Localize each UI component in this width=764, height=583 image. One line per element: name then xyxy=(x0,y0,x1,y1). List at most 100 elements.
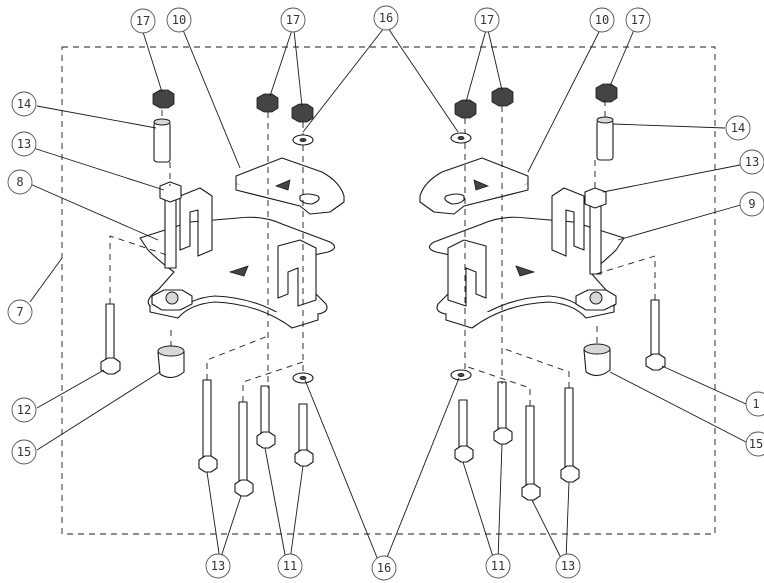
left-bushing-top xyxy=(157,345,185,357)
leader-lines xyxy=(26,27,747,561)
balloon-11-right: 11 xyxy=(485,553,511,579)
right-bracket-arrow xyxy=(473,179,490,191)
balloon-17-right-b: 17 xyxy=(474,7,500,33)
balloon-17-left-b: 17 xyxy=(280,7,306,33)
right-long-bolt-a-head xyxy=(560,465,580,483)
assembly-center-lines xyxy=(109,100,656,406)
right-bolt-11b-shank xyxy=(458,399,468,449)
balloon-label: 17 xyxy=(480,13,494,27)
balloon-8: 8 xyxy=(7,169,33,195)
balloon-label: 13 xyxy=(561,559,575,573)
right-hex-bolt-head xyxy=(584,187,607,209)
balloon-label: 17 xyxy=(286,13,300,27)
left-spacer-top xyxy=(153,118,171,126)
balloon-1-partial: 1 xyxy=(745,391,764,417)
right-top-bracket-edge xyxy=(419,184,529,215)
balloon-label: 13 xyxy=(745,155,759,169)
right-long-bolt-a-shank xyxy=(564,387,574,469)
balloon-13-left: 13 xyxy=(11,131,37,157)
left-c-clamp xyxy=(277,239,317,307)
balloon-11-left: 11 xyxy=(277,553,303,579)
balloon-17-right-a: 17 xyxy=(625,7,651,33)
balloon-label: 12 xyxy=(17,403,31,417)
left-short-bolt-head xyxy=(100,357,121,375)
right-bushing-top xyxy=(583,343,611,355)
balloon-17-left-a: 17 xyxy=(130,8,156,34)
left-long-bolt-b-shank xyxy=(238,401,248,483)
left-spacer xyxy=(153,121,171,163)
right-nut-17c xyxy=(454,99,477,119)
left-nut-17c xyxy=(291,103,314,123)
balloon-label: 15 xyxy=(17,445,31,459)
right-washer-bottom-hole xyxy=(457,372,465,377)
balloon-14-right: 14 xyxy=(725,115,751,141)
left-hex-bolt-shank xyxy=(164,197,177,269)
left-nut-17a xyxy=(152,89,175,109)
right-hex-bolt-shank xyxy=(589,203,602,275)
balloon-label: 1 xyxy=(752,397,759,411)
left-bolt-11a-head xyxy=(256,431,276,449)
right-bolt-11a-head xyxy=(493,427,513,445)
right-short-bolt-shank xyxy=(650,299,660,357)
balloon-7: 7 xyxy=(7,299,33,325)
left-bolt-11b-shank xyxy=(298,403,308,453)
balloon-label: 9 xyxy=(748,197,755,211)
left-long-bolt-b-head xyxy=(234,479,254,497)
balloon-label: 14 xyxy=(731,121,745,135)
balloon-10-left: 10 xyxy=(166,7,192,33)
balloon-label: 13 xyxy=(211,559,225,573)
right-nut-17b xyxy=(491,87,514,107)
balloon-16-bottom: 16 xyxy=(371,555,397,581)
balloon-label: 17 xyxy=(631,13,645,27)
balloon-12: 12 xyxy=(11,397,37,423)
balloon-label: 14 xyxy=(17,97,31,111)
balloon-14-left: 14 xyxy=(11,91,37,117)
right-short-bolt-head xyxy=(645,353,666,371)
right-washer-top-hole xyxy=(457,135,465,140)
left-long-bolt-a-head xyxy=(198,455,218,473)
left-long-bolt-a-shank xyxy=(202,379,212,459)
balloon-label: 15 xyxy=(749,437,763,451)
balloon-label: 7 xyxy=(16,305,23,319)
balloon-10-right: 10 xyxy=(589,7,615,33)
left-short-bolt-shank xyxy=(105,303,115,361)
balloon-15-right: 15 xyxy=(745,431,764,457)
right-long-bolt-b-head xyxy=(521,483,541,501)
balloon-13-bottom-left: 13 xyxy=(205,553,231,579)
left-top-bracket-edge xyxy=(235,184,345,215)
left-plate-nut-hole xyxy=(165,291,179,305)
left-base-plate-edge xyxy=(149,301,319,329)
right-bracket-slot xyxy=(444,193,465,205)
balloon-label: 16 xyxy=(377,561,391,575)
balloon-13-bottom-right: 13 xyxy=(555,553,581,579)
balloon-9: 9 xyxy=(739,191,764,217)
right-base-plate-edge xyxy=(445,301,615,329)
balloon-15-left: 15 xyxy=(11,439,37,465)
right-c-clamp xyxy=(447,239,487,307)
left-plate-arrow xyxy=(228,265,249,277)
left-side-clamp xyxy=(179,187,213,257)
balloon-label: 10 xyxy=(172,13,186,27)
balloon-label: 10 xyxy=(595,13,609,27)
right-plate-arrow xyxy=(515,265,536,277)
right-nut-17a xyxy=(595,83,618,103)
balloon-label: 8 xyxy=(16,175,23,189)
right-spacer xyxy=(596,119,614,161)
left-bolt-11a-shank xyxy=(260,385,270,435)
right-bolt-11a-shank xyxy=(497,381,507,431)
left-bolt-11b-head xyxy=(294,449,314,467)
right-plate-nut-hole xyxy=(589,291,603,305)
right-bolt-11b-head xyxy=(454,445,474,463)
left-nut-17b xyxy=(256,93,279,113)
left-hex-bolt-head xyxy=(159,181,182,203)
left-bracket-arrow xyxy=(274,179,291,191)
balloon-label: 13 xyxy=(17,137,31,151)
right-long-bolt-b-shank xyxy=(525,405,535,487)
balloon-label: 16 xyxy=(379,11,393,25)
balloon-label: 11 xyxy=(283,559,297,573)
left-washer-top-hole xyxy=(299,137,307,142)
right-spacer-top xyxy=(596,116,614,124)
balloon-13-right: 13 xyxy=(739,149,764,175)
